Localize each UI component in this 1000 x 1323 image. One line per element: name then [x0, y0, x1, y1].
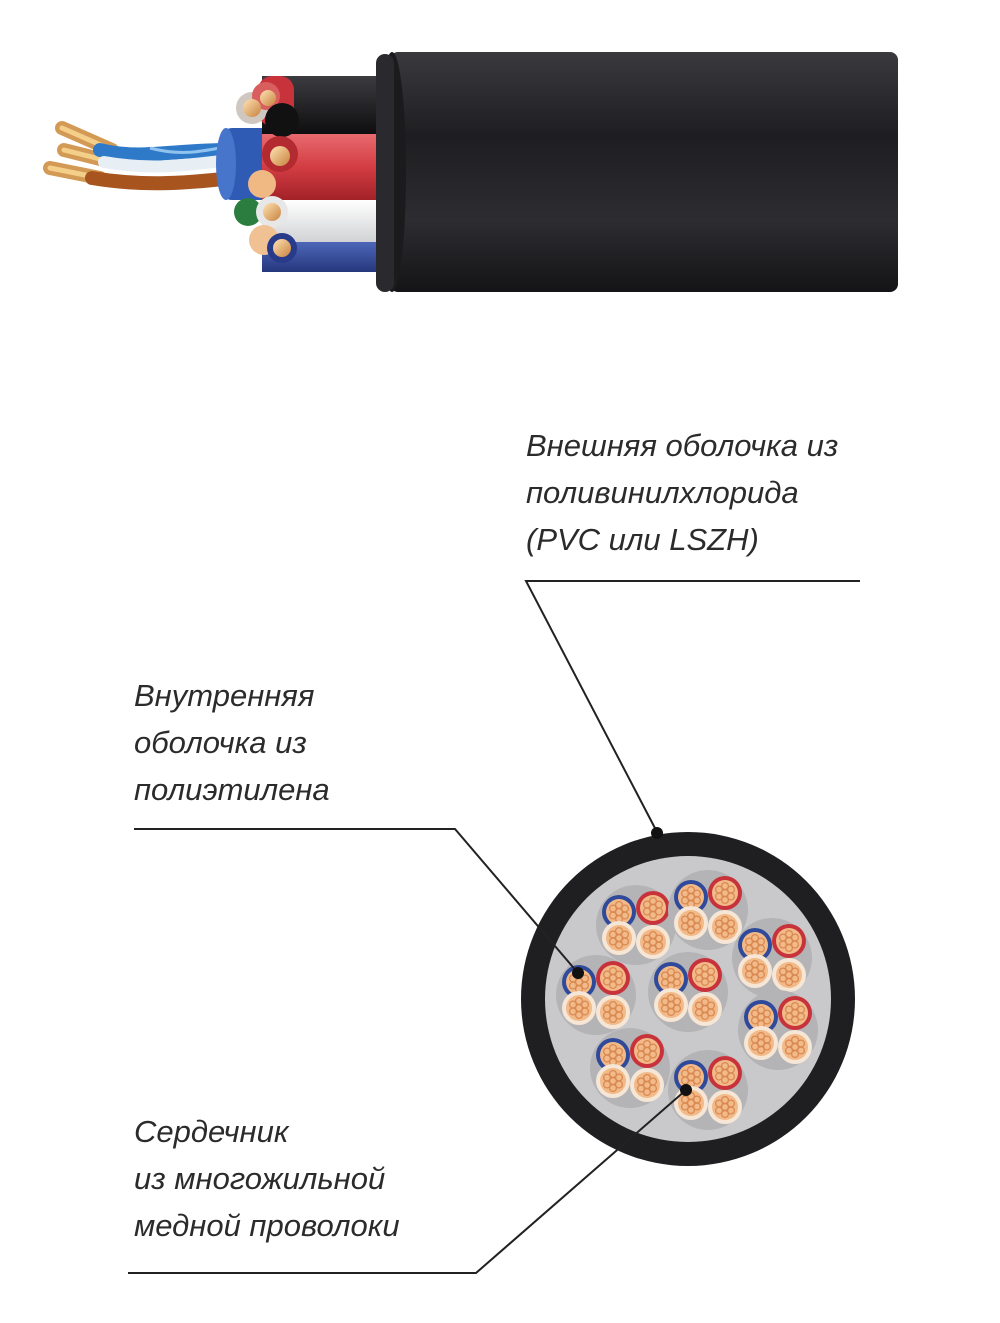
twisted-pair-wires	[85, 143, 239, 191]
inner-sheath-label-line-1: Внутренняя	[134, 678, 315, 713]
leader-core	[128, 1089, 687, 1274]
cable-cross-section	[521, 832, 855, 1166]
core-label-line-1: Сердечник	[134, 1114, 289, 1149]
outer-sheath-label-line-3: (PVC или LSZH)	[526, 522, 759, 557]
core-label-line-2: из многожильной	[134, 1161, 386, 1196]
core-label: Сердечник из многожильной медной проволо…	[134, 1108, 400, 1249]
conductor-quad	[556, 955, 636, 1035]
leader-inner-sheath	[134, 828, 579, 974]
inner-sheath-label-line-3: полиэтилена	[134, 772, 330, 807]
core-label-line-3: медной проволоки	[134, 1208, 400, 1243]
conductor-quad	[732, 918, 812, 998]
conductor-quad	[590, 1028, 670, 1108]
cable-illustration	[43, 52, 898, 292]
leader-outer-sheath	[524, 580, 860, 833]
conductor-quad	[668, 870, 748, 950]
outer-sheath-label: Внешняя оболочка из поливинилхлорида (PV…	[526, 422, 838, 563]
inner-sheath-label-line-2: оболочка из	[134, 725, 307, 760]
conductor-quad	[648, 952, 728, 1032]
conductor-end-faces	[234, 82, 299, 263]
outer-sheath-label-line-2: поливинилхлорида	[526, 475, 799, 510]
conductor-quad	[668, 1050, 748, 1130]
inner-sheath-label: Внутренняя оболочка из полиэтилена	[134, 672, 330, 813]
leader-lines	[128, 580, 860, 1274]
leader-dots	[572, 827, 692, 1096]
conductor-groups	[556, 870, 818, 1130]
conductor-quad	[738, 990, 818, 1070]
outer-sheath-label-line-1: Внешняя оболочка из	[526, 428, 839, 463]
outer-jacket-3d	[376, 52, 898, 292]
conductor-quad	[596, 885, 676, 965]
